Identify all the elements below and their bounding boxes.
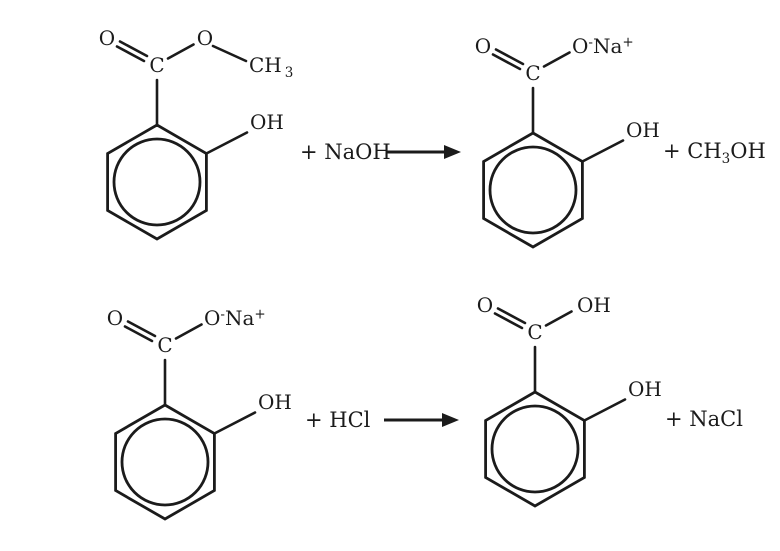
- carboxyl-c-label: C: [525, 61, 540, 85]
- byproduct-nacl-label: + NaCl: [665, 407, 743, 431]
- ring-hydroxyl-label: OH: [628, 377, 662, 401]
- benzene-hexagon: [482, 131, 584, 249]
- carbonyl-o-label: O: [107, 306, 123, 330]
- bond-ring-to-oh: [581, 139, 625, 163]
- ring-hydroxyl-label: OH: [250, 110, 284, 134]
- reaction-arrow: [386, 145, 461, 159]
- bond-c-to-ester-o: [166, 43, 195, 60]
- double-bond-line-1: [126, 320, 157, 338]
- ring-hydroxyl-label: OH: [258, 390, 292, 414]
- double-bond-line-2: [123, 325, 154, 343]
- benzene-circle: [120, 417, 210, 507]
- salicylic-acid-structure: O C OH OH: [477, 293, 662, 508]
- bond-c-to-carboxylate-o: [542, 51, 571, 68]
- double-bond-line-2: [491, 53, 522, 71]
- carbonyl-o-label: O: [477, 293, 493, 317]
- benzene-circle: [112, 137, 202, 227]
- arrow-head: [442, 413, 459, 427]
- benzene-hexagon: [106, 123, 208, 241]
- double-bond-line-1: [494, 48, 525, 66]
- acid-hydroxyl-label: OH: [577, 293, 611, 317]
- ester-o-label: O: [197, 26, 213, 50]
- carboxyl-c-label: C: [149, 53, 164, 77]
- bond-o-to-methyl: [211, 44, 248, 63]
- double-bond-line-1: [118, 40, 149, 58]
- sodium-salicylate-structure: O C O-Na+ OH: [107, 306, 292, 521]
- reaction-arrow: [384, 413, 459, 427]
- carboxylate-sodium-label: O-Na+: [204, 306, 266, 330]
- double-bond-line-1: [496, 307, 527, 325]
- bond-ring-to-oh: [205, 131, 249, 155]
- byproduct-methanol-label: + CH3OH: [663, 139, 766, 167]
- carbonyl-o-label: O: [475, 34, 491, 58]
- reagent-naoh-label: + NaOH: [300, 140, 391, 164]
- bond-c-to-carboxylate-o: [174, 323, 203, 340]
- carboxyl-c-label: C: [527, 320, 542, 344]
- double-bond-line-2: [493, 312, 524, 330]
- arrow-head: [444, 145, 461, 159]
- benzene-hexagon: [484, 390, 586, 508]
- carboxyl-c-label: C: [157, 333, 172, 357]
- bond-ring-to-oh: [213, 411, 257, 435]
- double-bond-line-2: [115, 45, 146, 63]
- bond-c-to-acid-oh: [544, 310, 573, 327]
- reagent-hcl-label: + HCl: [305, 408, 371, 432]
- bond-ring-to-oh: [583, 398, 627, 422]
- sodium-salicylate-structure: O C O-Na+ OH: [475, 34, 660, 249]
- carbonyl-o-label: O: [99, 26, 115, 50]
- benzene-circle: [488, 145, 578, 235]
- benzene-hexagon: [114, 403, 216, 521]
- carboxylate-sodium-label: O-Na+: [572, 34, 634, 58]
- ring-hydroxyl-label: OH: [626, 118, 660, 142]
- benzene-circle: [490, 404, 580, 494]
- reaction-2-row: O C O-Na+ OH + HCl O C OH OH + NaCl: [107, 293, 743, 521]
